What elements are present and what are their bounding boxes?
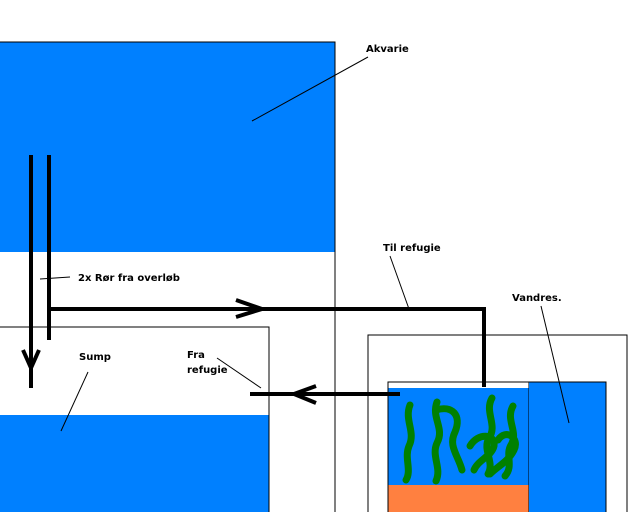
label-sump: Sump	[79, 352, 111, 363]
right-arrow-head	[235, 298, 269, 319]
pipe-to-refugium	[49, 298, 486, 387]
label-aquarium: Akvarie	[366, 44, 409, 55]
leader-sump	[60, 371, 89, 432]
leader-from-refugium	[216, 357, 262, 389]
aquarium-tank	[0, 41, 336, 512]
label-from-refugium-line2: refugie	[187, 365, 228, 376]
water-reservoir	[529, 381, 607, 512]
pipe-from-refugium	[250, 384, 400, 405]
leader-lines	[39, 56, 570, 432]
label-overflow-pipes: 2x Rør fra overløb	[78, 273, 180, 284]
leader-overflow	[39, 276, 71, 280]
refugium-sand	[388, 485, 529, 512]
reservoir-outline	[529, 381, 607, 512]
refugium-cabinet-outline	[367, 334, 628, 512]
leader-reservoir	[540, 305, 570, 424]
left-arrow-head	[288, 384, 317, 405]
aquarium-water	[0, 42, 335, 252]
label-from-refugium-line1: Fra	[187, 350, 205, 361]
aquarium-outline	[0, 41, 336, 512]
leader-aquarium	[251, 56, 369, 122]
label-water-reservoir: Vandres.	[512, 293, 562, 304]
reservoir-water	[529, 382, 606, 512]
sump-outline	[0, 326, 270, 512]
macro-algae	[402, 394, 519, 485]
sump-tank	[0, 326, 270, 512]
down-arrow-head	[21, 349, 41, 373]
leader-to-refugium	[389, 255, 410, 310]
label-to-refugium: Til refugie	[383, 243, 441, 254]
refugium-tank	[387, 381, 530, 512]
sump-water	[0, 415, 269, 512]
pipe-to-refugium-line	[49, 307, 486, 387]
